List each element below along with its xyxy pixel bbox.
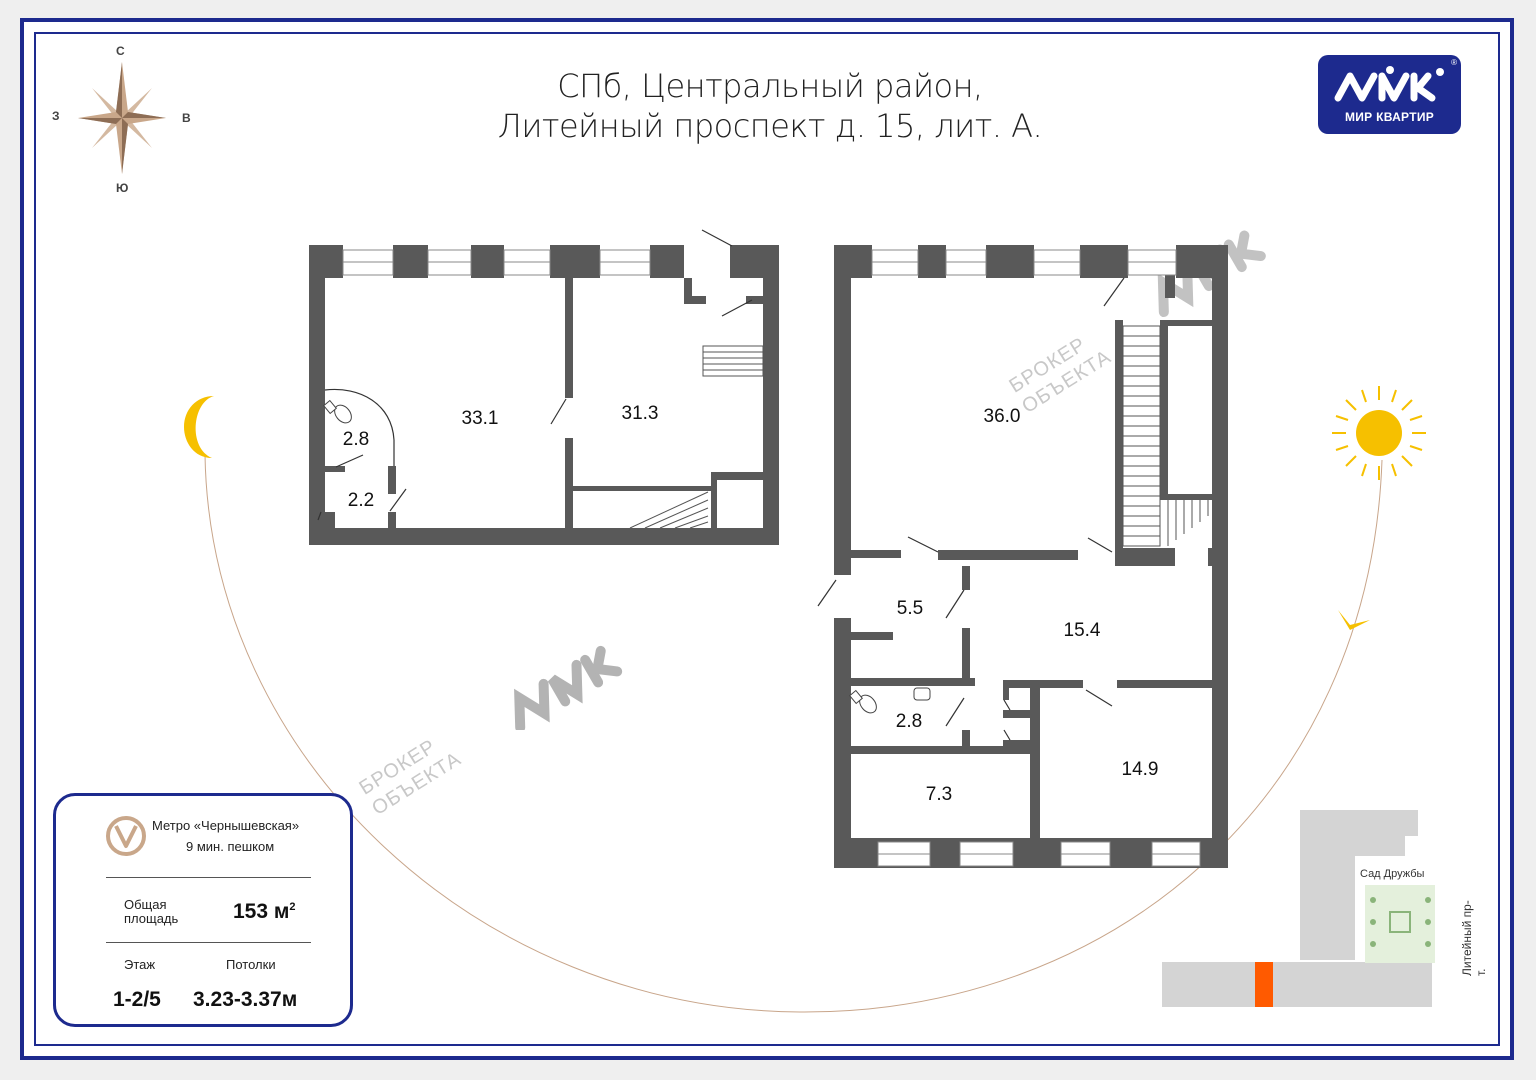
room-area-label: 15.4: [1063, 620, 1101, 641]
room-area-label: 31.3: [621, 403, 659, 424]
compass-east-label: В: [182, 111, 191, 125]
floor-label: Этаж: [124, 957, 156, 972]
logo-mark-icon: [1334, 66, 1444, 102]
sun-icon: [1332, 386, 1426, 480]
inner-frame: [34, 32, 1500, 1046]
metro-name: Метро «Чернышевская»: [152, 818, 300, 833]
highlighted-building: [1255, 962, 1273, 1007]
moon-icon: [184, 396, 214, 458]
title-line-1: СПб, Центральный район,: [557, 67, 983, 105]
divider: [106, 877, 311, 878]
compass-north-label: С: [116, 44, 125, 58]
property-info-card: Метро «Чернышевская» 9 мин. пешком Общая…: [53, 793, 353, 1027]
watermark-logo-icon: [514, 645, 623, 730]
metro-icon: [106, 816, 146, 856]
ceiling-label: Потолки: [226, 957, 276, 972]
logo-registered-mark: ®: [1451, 58, 1457, 67]
street-label: Литейный пр-т.: [1460, 900, 1488, 976]
metro-walk-time: 9 мин. пешком: [186, 839, 275, 854]
divider: [106, 942, 311, 943]
room-area-label: 33.1: [461, 408, 499, 429]
room-area-label: 2.8: [342, 429, 370, 450]
page-title: СПб, Центральный район, Литейный проспек…: [420, 66, 1120, 146]
room-area-label: 14.9: [1121, 759, 1159, 780]
ceiling-value: 3.23-3.37м: [193, 988, 298, 1011]
park-label: Сад Дружбы: [1360, 868, 1425, 880]
title-line-2: Литейный проспект д. 15, лит. А.: [497, 107, 1043, 145]
area-unit-sup: 2: [289, 901, 296, 913]
area-label-line-1: Общая: [124, 897, 167, 912]
area-label-line-2: площадь: [124, 911, 179, 926]
compass-south-label: Ю: [116, 181, 129, 195]
company-logo: МИР КВАРТИР ®: [1318, 55, 1461, 134]
site-map: [1162, 810, 1435, 1007]
area-value: 153 м2: [233, 900, 296, 924]
logo-text: МИР КВАРТИР: [1344, 110, 1435, 124]
room-area-label: 36.0: [983, 406, 1021, 427]
floor-value: 1-2/5: [113, 988, 161, 1011]
room-area-label: 2.8: [895, 711, 923, 732]
area-label: Общая площадь: [124, 898, 178, 926]
room-area-label: 2.2: [347, 490, 375, 511]
room-area-label: 7.3: [925, 784, 953, 805]
room-area-label: 5.5: [896, 598, 924, 619]
compass-west-label: З: [52, 109, 60, 123]
area-value-number: 153 м: [233, 900, 290, 923]
compass-rose-icon: [78, 62, 166, 174]
